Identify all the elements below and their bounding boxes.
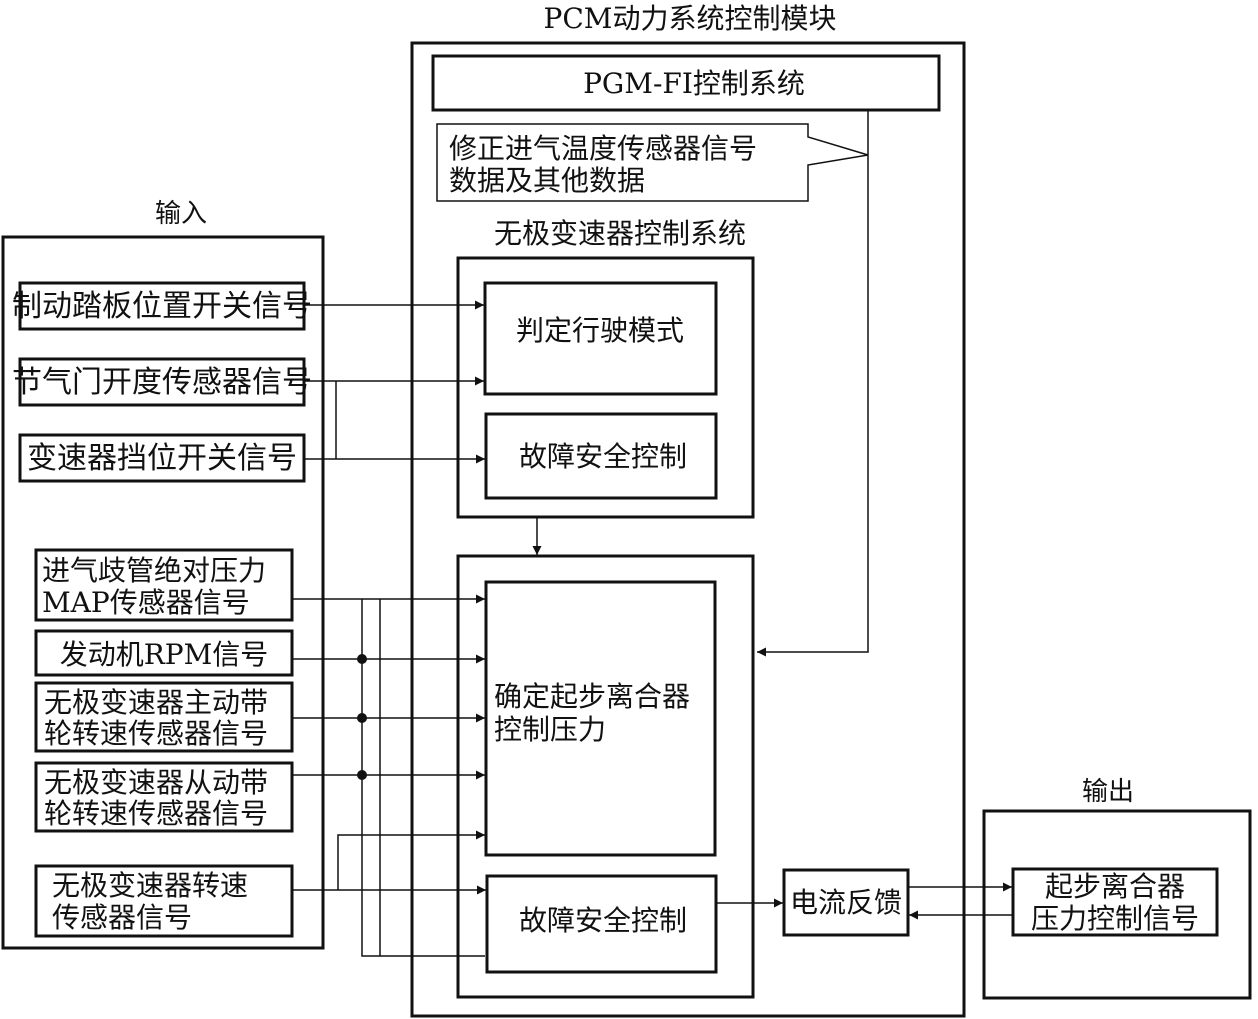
drive-pulley-box xyxy=(34,681,294,753)
fail-safe-box-1 xyxy=(484,412,718,500)
clutch-pressure-box xyxy=(484,580,717,857)
connector-lines xyxy=(292,110,1012,957)
junction-dot xyxy=(357,770,367,780)
drive-pulley-line-2: 轮转速传感器信号 xyxy=(44,717,268,750)
junction-dot xyxy=(357,713,367,723)
driven-pulley-box xyxy=(34,761,294,833)
inputs-title: 输入 xyxy=(155,199,207,229)
callout-line-1: 修正进气温度传感器信号 xyxy=(449,132,757,165)
current-feedback-box xyxy=(782,868,910,937)
throttle-sensor-label: 节气门开度传感器信号 xyxy=(12,365,312,400)
driven-pulley-line-1: 无极变速器从动带 xyxy=(44,766,268,799)
pcm-module-title: PCM动力系统控制模块 xyxy=(544,2,837,35)
clutch-signal-line-1: 起步离合器 xyxy=(1045,870,1185,903)
gear-switch-label: 变速器挡位开关信号 xyxy=(27,441,297,476)
gear-switch-box xyxy=(18,433,306,483)
callout-balloon xyxy=(436,123,869,202)
current-feedback-label: 电流反馈 xyxy=(790,886,902,919)
clutch-signal-line-2: 压力控制信号 xyxy=(1031,902,1199,935)
speed-sensor-line-1: 无极变速器转速 xyxy=(52,869,248,902)
judge-mode-box xyxy=(483,281,718,396)
clutch-signal-box xyxy=(1011,867,1219,937)
map-sensor-line-1: 进气歧管绝对压力 xyxy=(42,554,266,587)
speed-sensor-box xyxy=(34,864,294,938)
brake-switch-label: 制动踏板位置开关信号 xyxy=(12,289,312,324)
callout-line-2: 数据及其他数据 xyxy=(449,164,645,197)
fail-safe-box-2 xyxy=(485,874,718,974)
engine-rpm-label: 发动机RPM信号 xyxy=(60,638,269,671)
fail-safe-label-1: 故障安全控制 xyxy=(519,440,687,473)
junction-dot xyxy=(357,654,367,664)
pgm-fi-label: PGM-FI控制系统 xyxy=(583,67,805,100)
clutch-pressure-line-2: 控制压力 xyxy=(494,713,606,746)
map-sensor-box xyxy=(34,548,294,622)
engine-rpm-box xyxy=(34,629,294,677)
map-sensor-line-2: MAP传感器信号 xyxy=(42,586,250,619)
brake-switch-box xyxy=(18,281,306,331)
driven-pulley-line-2: 轮转速传感器信号 xyxy=(44,797,268,830)
clutch-pressure-line-1: 确定起步离合器 xyxy=(494,680,690,713)
pgm-fi-box xyxy=(431,54,941,112)
judge-mode-label: 判定行驶模式 xyxy=(516,314,684,347)
outputs-title: 输出 xyxy=(1082,777,1134,807)
fail-safe-label-2: 故障安全控制 xyxy=(519,904,687,937)
drive-pulley-line-1: 无极变速器主动带 xyxy=(44,686,268,719)
throttle-sensor-box xyxy=(18,357,306,407)
cvt-system-title: 无极变速器控制系统 xyxy=(494,217,746,250)
speed-sensor-line-2: 传感器信号 xyxy=(52,901,192,934)
